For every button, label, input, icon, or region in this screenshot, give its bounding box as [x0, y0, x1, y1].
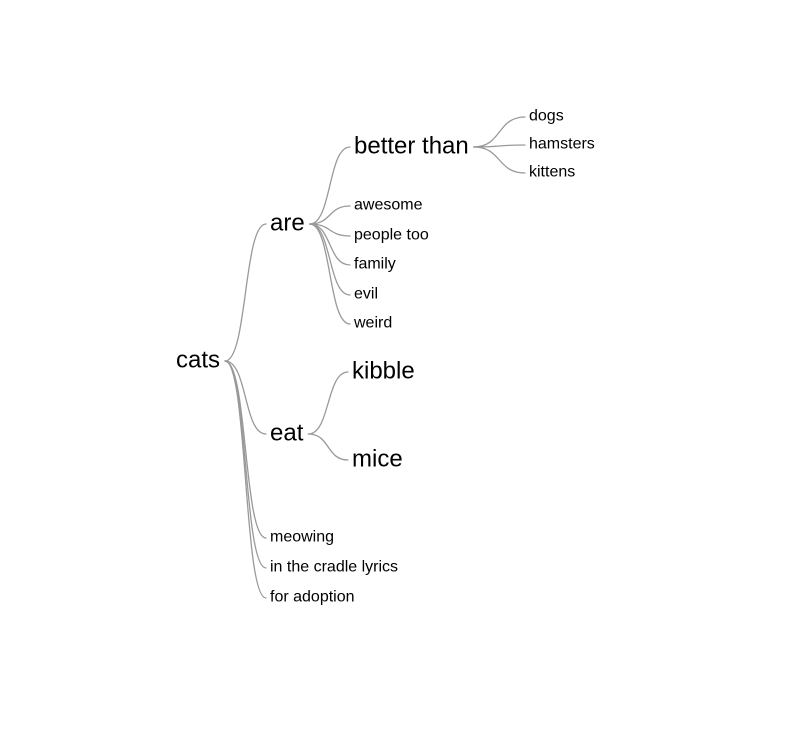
- word-node-are[interactable]: are: [270, 210, 305, 237]
- branch-lines: [224, 116, 526, 599]
- word-node-in-the-cradle-lyrics[interactable]: in the cradle lyrics: [270, 559, 398, 576]
- branch-are-evil: [309, 223, 351, 296]
- branch-eat-kibble: [307, 371, 349, 435]
- word-node-better-than[interactable]: better than: [354, 133, 469, 160]
- word-node-weird[interactable]: weird: [353, 315, 392, 332]
- branch-are-weird: [309, 223, 351, 325]
- word-node-eat[interactable]: eat: [270, 420, 304, 447]
- word-node-kittens[interactable]: kittens: [529, 164, 575, 181]
- branch-eat-mice: [307, 433, 349, 461]
- word-labels: cats are better than dogs hamsters kittens awe…: [176, 108, 595, 606]
- word-node-meowing[interactable]: meowing: [270, 529, 334, 546]
- branch-are-awesome: [309, 205, 351, 225]
- word-node-awesome[interactable]: awesome: [354, 197, 423, 214]
- branch-cats-are: [224, 223, 267, 362]
- word-node-mice[interactable]: mice: [352, 446, 403, 473]
- branch-cats-in-the-cradle-lyrics: [224, 360, 267, 569]
- branch-better-than-dogs: [473, 116, 526, 148]
- word-node-cats[interactable]: cats: [176, 347, 220, 374]
- branch-cats-eat: [224, 360, 267, 435]
- branch-are-better-than: [309, 146, 351, 225]
- word-node-people-too[interactable]: people too: [354, 227, 429, 244]
- word-node-hamsters[interactable]: hamsters: [529, 136, 595, 153]
- branch-cats-for-adoption: [224, 360, 267, 599]
- word-node-dogs[interactable]: dogs: [529, 108, 564, 125]
- branch-are-family: [309, 223, 351, 266]
- word-node-for-adoption[interactable]: for adoption: [270, 589, 355, 606]
- branch-cats-meowing: [224, 360, 267, 539]
- branch-better-than-kittens: [473, 146, 526, 174]
- word-node-family[interactable]: family: [354, 256, 396, 273]
- word-node-evil[interactable]: evil: [354, 286, 378, 303]
- word-node-kibble[interactable]: kibble: [352, 358, 415, 385]
